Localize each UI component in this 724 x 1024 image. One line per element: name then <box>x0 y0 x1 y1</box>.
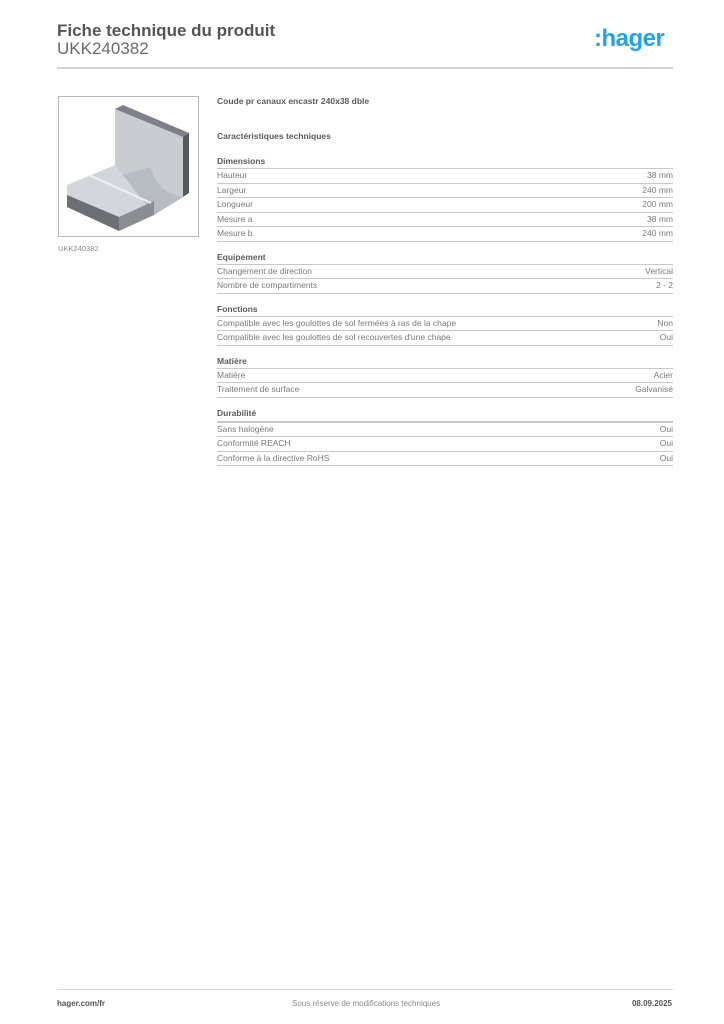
spec-label: Mesure b <box>217 228 253 238</box>
footer-divider <box>57 989 673 990</box>
footer-disclaimer: Sous réserve de modifications techniques <box>292 999 441 1008</box>
section-title: Equipement <box>217 251 673 265</box>
spec-label: Traitement de surface <box>217 384 300 394</box>
spec-value: Oui <box>659 438 673 448</box>
footer-website: hager.com/fr <box>57 999 106 1008</box>
spec-row: Nombre de compartiments 2 - 2 <box>217 279 673 294</box>
section-title: Fonctions <box>217 303 673 317</box>
product-reference: UKK240382 <box>57 39 149 58</box>
specs-heading: Caractéristiques techniques <box>217 131 331 141</box>
spec-row: Longueur 200 mm <box>217 198 673 213</box>
spec-label: Changement de direction <box>217 265 312 276</box>
footer-date: 08.09.2025 <box>631 999 672 1008</box>
hager-logo: :hager <box>594 25 665 52</box>
spec-label: Largeur <box>217 184 247 195</box>
section-title: Dimensions <box>217 155 673 169</box>
spec-value: 240 mm <box>642 228 673 238</box>
header-divider <box>57 67 673 69</box>
spec-value: Non <box>657 317 673 328</box>
spec-value: Oui <box>659 332 673 342</box>
spec-value: 200 mm <box>642 199 673 209</box>
product-image <box>58 96 199 237</box>
spec-row: Compatible avec les goulottes de sol fer… <box>217 317 673 331</box>
section-dimensions: Dimensions Hauteur 38 mm Largeur 240 mm Lo… <box>217 155 673 242</box>
spec-value: Acier <box>653 369 673 380</box>
spec-value: 38 mm <box>647 213 673 224</box>
spec-row: Compatible avec les goulottes de sol rec… <box>217 331 673 346</box>
spec-label: Conformité REACH <box>217 438 291 448</box>
spec-row: Changement de direction Vertical <box>217 265 673 279</box>
spec-row: Conforme à la directive RoHS Oui <box>217 452 673 466</box>
specs-table: Dimensions Hauteur 38 mm Largeur 240 mm Lo… <box>217 155 673 475</box>
spec-value: Galvanisé <box>635 384 673 394</box>
spec-value: 240 mm <box>642 184 673 195</box>
section-equipement: Equipement Changement de direction Vertic… <box>217 251 673 294</box>
spec-row: Largeur 240 mm <box>217 184 673 198</box>
spec-label: Hauteur <box>217 170 248 180</box>
page-title: Fiche technique du produit <box>57 21 276 40</box>
spec-label: Longueur <box>217 199 253 209</box>
spec-value: 38 mm <box>647 170 673 180</box>
section-title: Durabilité <box>217 407 673 423</box>
spec-value: 2 - 2 <box>655 280 673 290</box>
section-fonctions: Fonctions Compatible avec les goulottes … <box>217 303 673 346</box>
spec-value: Vertical <box>645 265 673 276</box>
spec-label: Sans halogène <box>217 423 274 434</box>
spec-label: Compatible avec les goulottes de sol fer… <box>217 317 457 328</box>
section-title: Matière <box>217 355 673 369</box>
spec-label: Compatible avec les goulottes de sol rec… <box>217 332 451 342</box>
spec-row: Hauteur 38 mm <box>217 169 673 184</box>
spec-value: Oui <box>659 452 673 463</box>
spec-label: Nombre de compartiments <box>217 280 318 290</box>
product-name: Coude pr canaux encastr 240x38 dble <box>217 96 370 106</box>
spec-label: Matière <box>217 369 246 380</box>
spec-label: Conforme à la directive RoHS <box>217 452 330 463</box>
spec-label: Mesure a <box>217 213 253 224</box>
spec-row: Traitement de surface Galvanisé <box>217 383 673 398</box>
spec-value: Oui <box>659 423 673 434</box>
spec-row: Mesure b 240 mm <box>217 227 673 242</box>
elbow-bend-illustration <box>67 105 189 231</box>
spec-row: Conformité REACH Oui <box>217 437 673 452</box>
spec-row: Sans halogène Oui <box>217 423 673 437</box>
spec-row: Matière Acier <box>217 369 673 383</box>
image-caption: UKK240382 <box>58 244 99 253</box>
spec-row: Mesure a 38 mm <box>217 213 673 227</box>
